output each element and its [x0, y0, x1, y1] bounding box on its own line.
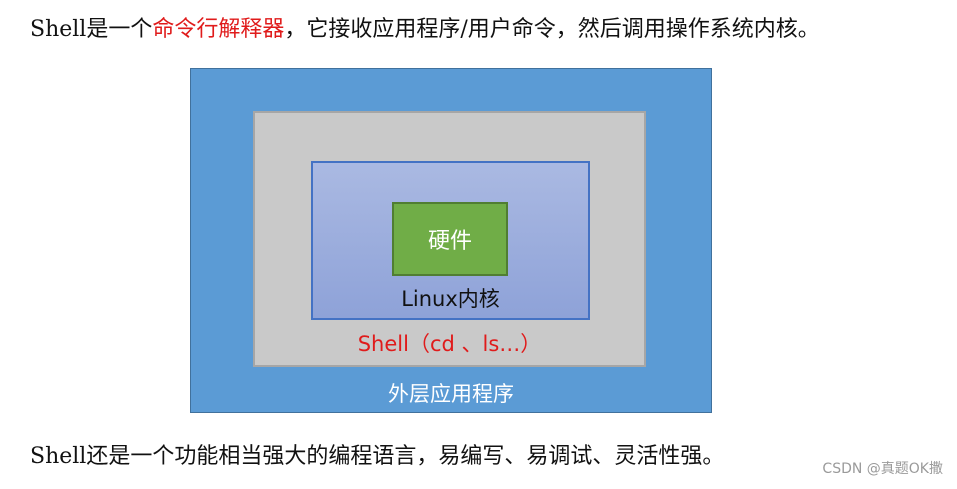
shell-label: Shell（cd 、ls…） — [357, 332, 542, 356]
hardware-layer: 硬件 — [392, 202, 508, 276]
outer-application-label: 外层应用程序 — [388, 382, 514, 406]
hardware-label: 硬件 — [427, 229, 472, 254]
intro-sentence: Shell是一个命令行解释器，它接收应用程序/用户命令，然后调用操作系统内核。 — [30, 14, 820, 46]
intro-prefix: Shell是一个 — [30, 17, 153, 42]
kernel-label: Linux内核 — [401, 287, 500, 311]
csdn-watermark: CSDN @真题OK撒 — [822, 461, 943, 477]
intro-highlight: 命令行解释器 — [152, 17, 285, 42]
intro-suffix: ，它接收应用程序/用户命令，然后调用操作系统内核。 — [284, 17, 820, 42]
summary-sentence: Shell还是一个功能相当强大的编程语言，易编写、易调试、灵活性强。 — [30, 444, 725, 469]
